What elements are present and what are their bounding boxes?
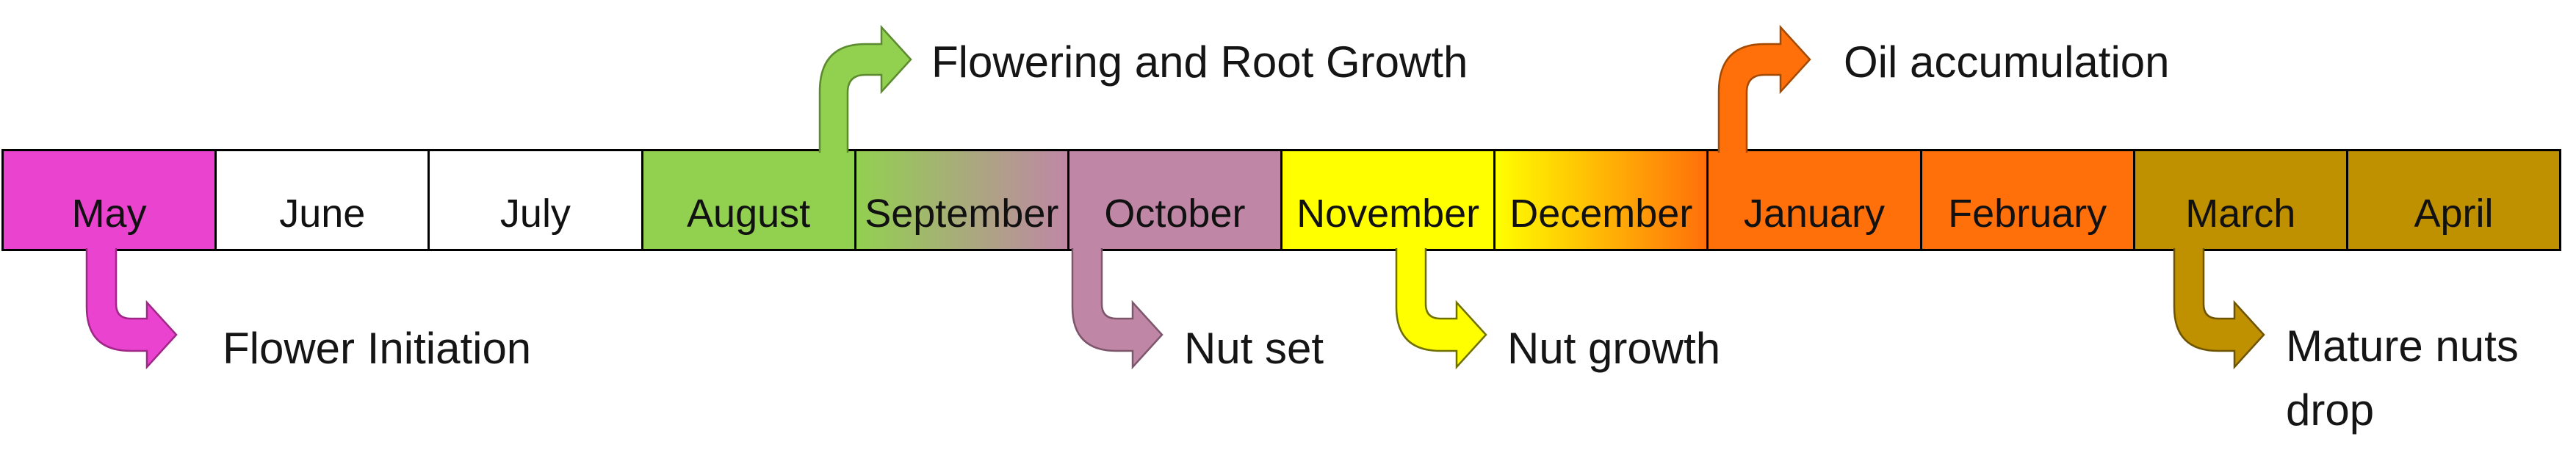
- month-cell-june: June: [217, 151, 430, 249]
- mature-nuts-drop-arrow-icon: [2173, 248, 2265, 370]
- mature-nuts-drop-label: Mature nuts drop: [2286, 322, 2519, 435]
- month-cell-august: August: [643, 151, 856, 249]
- month-cell-september: September: [856, 151, 1069, 249]
- month-label-october: October: [1104, 191, 1246, 236]
- month-label-january: January: [1743, 191, 1886, 236]
- month-bar: May June July August September October N…: [1, 149, 2561, 251]
- nut-set-arrow-icon: [1071, 248, 1163, 370]
- month-cell-july: July: [430, 151, 643, 249]
- month-cell-february: February: [1922, 151, 2135, 249]
- month-cell-december: December: [1496, 151, 1709, 249]
- month-label-march: March: [2185, 191, 2296, 236]
- month-cell-january: January: [1709, 151, 1922, 249]
- flower-initiation-arrow-icon: [85, 248, 178, 370]
- oil-accumulation-arrow-icon: [1717, 24, 1811, 153]
- month-label-november: November: [1296, 191, 1480, 236]
- month-cell-october: October: [1069, 151, 1283, 249]
- month-label-february: February: [1948, 191, 2107, 236]
- month-label-august: August: [687, 191, 811, 236]
- month-cell-march: March: [2135, 151, 2348, 249]
- month-cell-may: May: [4, 151, 217, 249]
- month-label-june: June: [279, 191, 366, 236]
- nut-set-label: Nut set: [1184, 324, 1324, 373]
- month-label-may: May: [71, 191, 147, 236]
- month-label-december: December: [1509, 191, 1693, 236]
- month-label-april: April: [2414, 191, 2494, 236]
- nut-growth-arrow-icon: [1395, 248, 1487, 370]
- flowering-root-growth-label: Flowering and Root Growth: [931, 37, 1468, 87]
- month-cell-april: April: [2348, 151, 2560, 249]
- month-cell-november: November: [1282, 151, 1496, 249]
- nut-growth-label: Nut growth: [1507, 324, 1721, 373]
- flower-initiation-label: Flower Initiation: [223, 324, 532, 373]
- month-label-september: September: [865, 191, 1059, 236]
- oil-accumulation-label: Oil accumulation: [1844, 37, 2170, 87]
- month-label-july: July: [499, 191, 571, 236]
- flowering-root-growth-arrow-icon: [818, 24, 912, 153]
